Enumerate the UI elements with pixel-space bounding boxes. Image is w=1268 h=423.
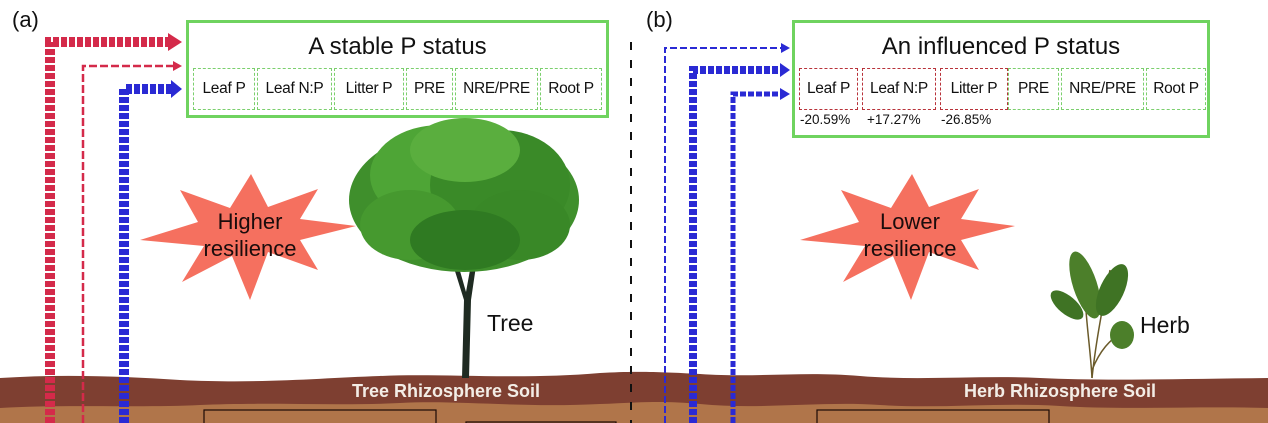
arrow-thick-blue bbox=[119, 84, 172, 423]
arrow-group-a bbox=[45, 33, 182, 423]
indicator-a-pre: PRE bbox=[406, 68, 453, 110]
burst-higher-resilience bbox=[140, 174, 356, 300]
arrow-leaf-thick-red bbox=[45, 37, 170, 423]
panel-label-a: (a) bbox=[12, 7, 39, 32]
indicator-a-leaf-p: Leaf P bbox=[193, 68, 255, 110]
arrow-group-b bbox=[664, 43, 790, 423]
soil-box-a2 bbox=[465, 421, 617, 423]
soil-label-herb: Herb Rhizosphere Soil bbox=[964, 381, 1157, 401]
tree-image bbox=[349, 118, 579, 378]
indicator-b-leaf-p: Leaf P bbox=[799, 68, 858, 110]
status-box-a: A stable P status Leaf P Leaf N:P Litter… bbox=[186, 20, 609, 118]
arrow-thin-red bbox=[81, 64, 174, 423]
arrowhead-red-1 bbox=[168, 33, 182, 51]
arrow-thin-blue bbox=[664, 47, 783, 423]
resilience-label-a: Higher resilience bbox=[180, 208, 320, 262]
arrowhead-red-2 bbox=[173, 61, 182, 71]
indicator-b-leaf-np: Leaf N:P bbox=[862, 68, 936, 110]
plant-label-tree: Tree bbox=[487, 310, 534, 336]
herb-image bbox=[1050, 251, 1134, 379]
arrowhead-blue-1 bbox=[171, 80, 182, 98]
plant-label-herb: Herb bbox=[1140, 312, 1190, 338]
soil-upper-layer bbox=[0, 371, 1268, 408]
resilience-b-line2: resilience bbox=[863, 236, 957, 261]
resilience-b-line1: Lower bbox=[880, 209, 940, 234]
arrowhead-blue-b3 bbox=[780, 88, 790, 100]
indicator-a-leaf-np: Leaf N:P bbox=[257, 68, 332, 110]
indicator-b-pre: PRE bbox=[1008, 68, 1059, 110]
indicator-a-root-p: Root P bbox=[540, 68, 602, 110]
change-leaf-np: +17.27% bbox=[867, 112, 921, 127]
indicator-b-litter-p: Litter P bbox=[940, 68, 1008, 110]
arrowhead-blue-b2 bbox=[780, 63, 790, 77]
resilience-a-line1: Higher bbox=[217, 209, 283, 234]
indicator-b-nre-pre: NRE/PRE bbox=[1061, 68, 1144, 110]
burst-lower-resilience bbox=[800, 174, 1015, 300]
panel-label-b: (b) bbox=[646, 7, 673, 32]
status-box-b: An influenced P status Leaf P Leaf N:P L… bbox=[792, 20, 1210, 138]
status-title-b: An influenced P status bbox=[881, 33, 1121, 60]
resilience-label-b: Lower resilience bbox=[840, 208, 980, 262]
arrow-thick-blue-b bbox=[689, 66, 781, 423]
arrow-medium-blue-b bbox=[730, 91, 781, 423]
soil-box-a1 bbox=[203, 409, 437, 423]
indicator-a-litter-p: Litter P bbox=[334, 68, 404, 110]
arrowhead-blue-b1 bbox=[781, 43, 790, 53]
indicator-a-nre-pre: NRE/PRE bbox=[455, 68, 538, 110]
change-leaf-p: -20.59% bbox=[800, 112, 851, 127]
indicator-b-root-p: Root P bbox=[1146, 68, 1206, 110]
soil-label-tree: Tree Rhizosphere Soil bbox=[352, 381, 541, 401]
change-litter-p: -26.85% bbox=[941, 112, 992, 127]
resilience-a-line2: resilience bbox=[203, 236, 297, 261]
status-title-a: A stable P status bbox=[308, 33, 487, 60]
soil-box-b1 bbox=[816, 409, 1050, 423]
